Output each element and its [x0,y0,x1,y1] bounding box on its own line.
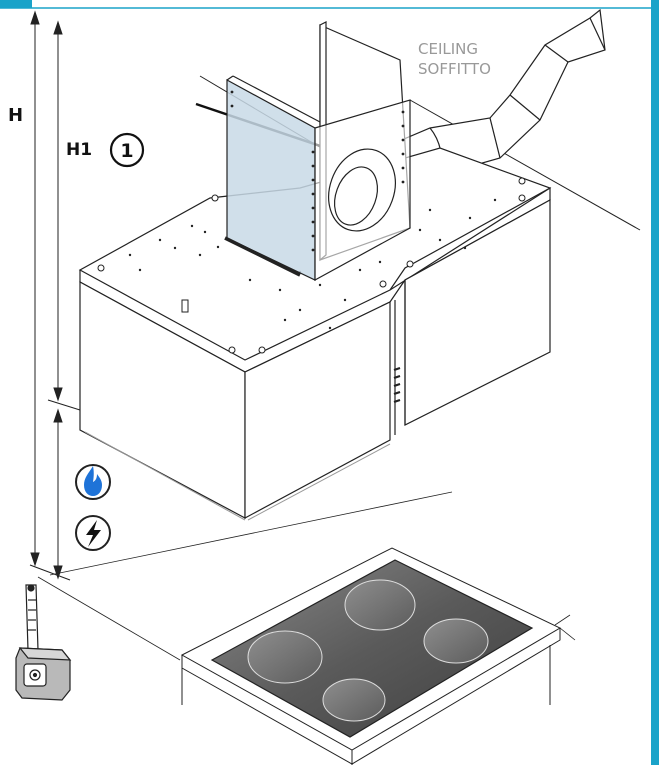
hob-zone-front-right [322,678,386,722]
electric-bolt-icon [75,515,111,551]
exhaust-duct [377,8,606,179]
gas-flame-icon [75,464,111,500]
bracket [181,299,189,313]
hob-zone-rear-right [423,618,489,664]
right-border [651,0,659,765]
induction-hob [210,559,534,738]
ceiling-label-it: SOFFITTO [418,60,491,78]
hob-zone-rear-left [344,579,416,631]
tape-measure-icon [15,584,72,701]
dimension-lines [29,10,81,581]
ceiling-label-en: CEILING [418,40,478,58]
chimney-bracket-panel [224,75,411,282]
hob-zone-front-left [247,630,323,684]
top-holes [128,198,497,330]
control-slots [393,366,401,404]
callout-1: 1 [109,132,145,168]
top-fixings [97,177,526,354]
height-label-h1: H1 [66,140,92,160]
corner-tab [0,0,32,8]
height-label-h: H [8,105,23,126]
callout-number: 1 [120,140,133,162]
panel-screw-holes [230,90,405,252]
